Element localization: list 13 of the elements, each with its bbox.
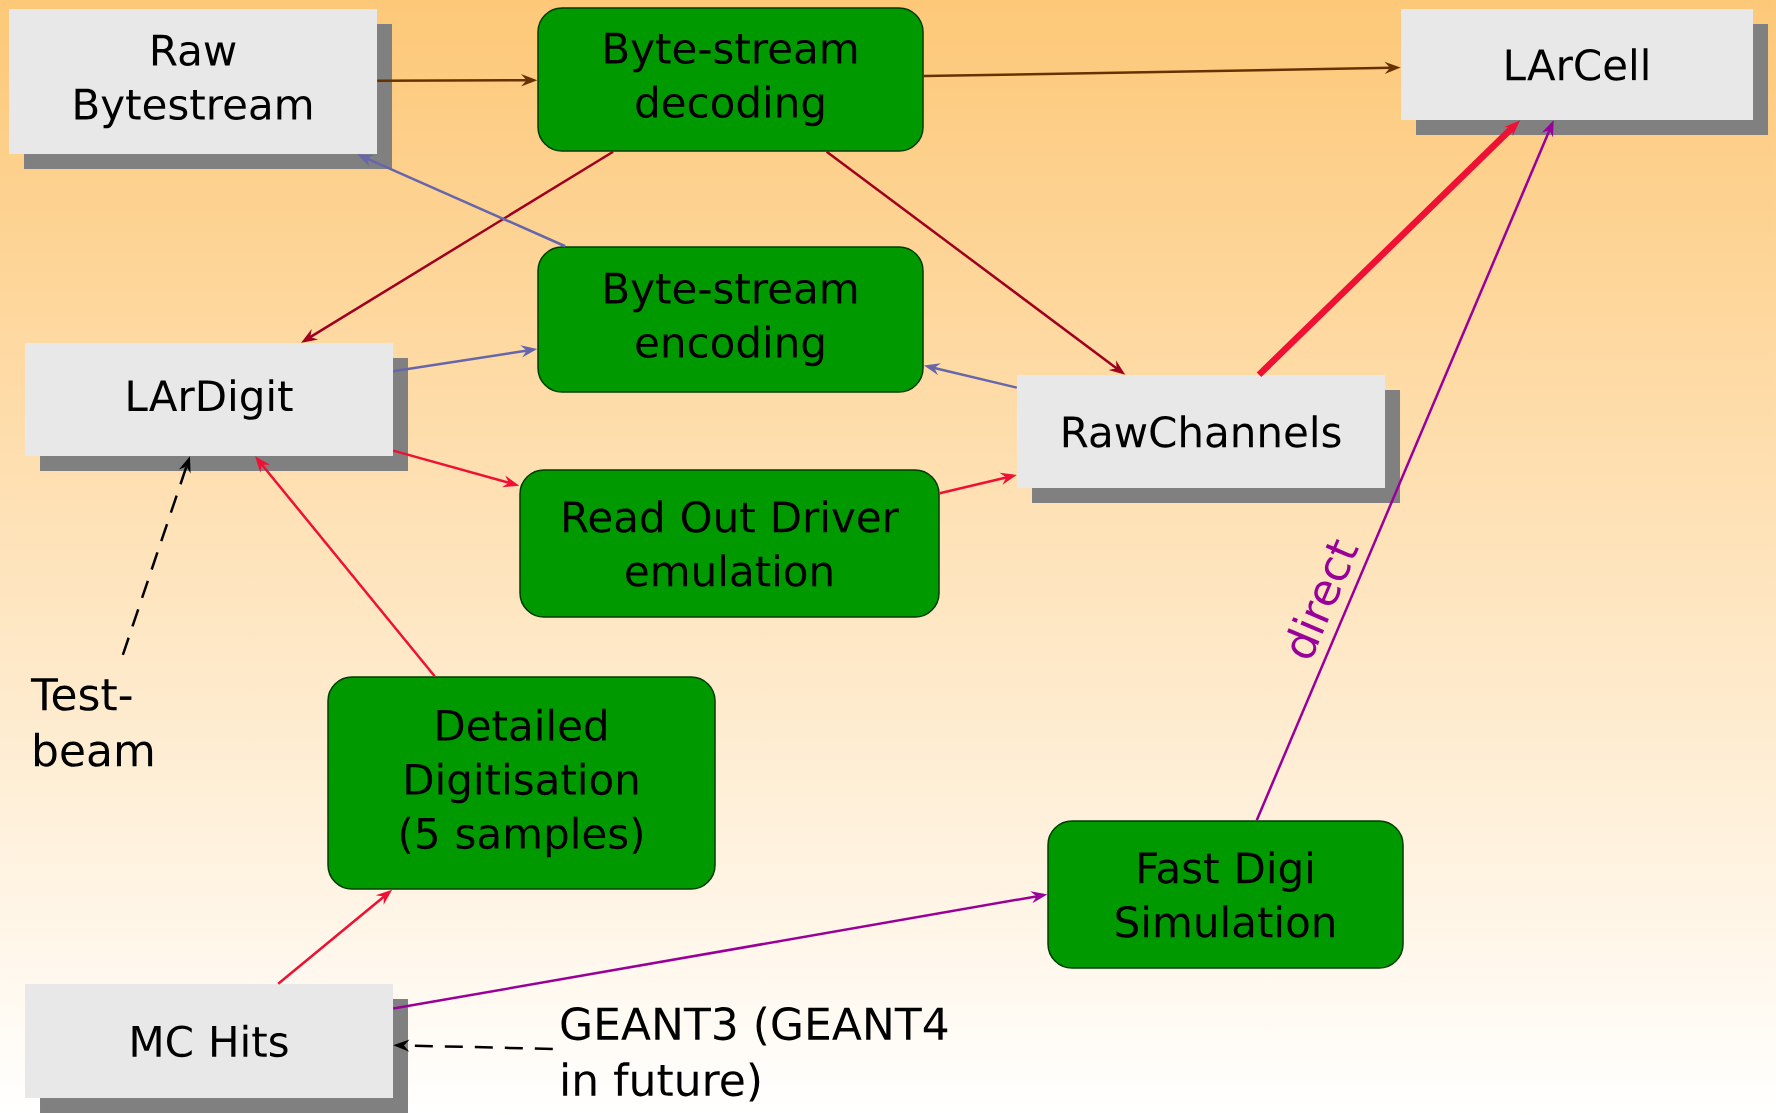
process-box: Byte-stream decoding [537, 7, 924, 152]
note-text: GEANT3 (GEANT4 in future) [561, 1006, 948, 1102]
process-box: Byte-stream encoding [537, 246, 924, 393]
data-box: Raw Bytestream [9, 9, 392, 169]
process-box: Read Out Driver emulation [519, 469, 940, 618]
data-box: MC Hits [25, 984, 408, 1113]
data-box: RawChannels [1017, 375, 1400, 503]
data-box: LArDigit [25, 343, 408, 471]
data-box: LArCell [1401, 9, 1768, 135]
process-box: Fast Digi Simulation [1047, 820, 1404, 969]
note-text: Test-beam [30, 678, 153, 767]
edge-label: direct [1287, 539, 1359, 658]
process-box: Detailed Digitisation (5 samples) [327, 676, 716, 890]
